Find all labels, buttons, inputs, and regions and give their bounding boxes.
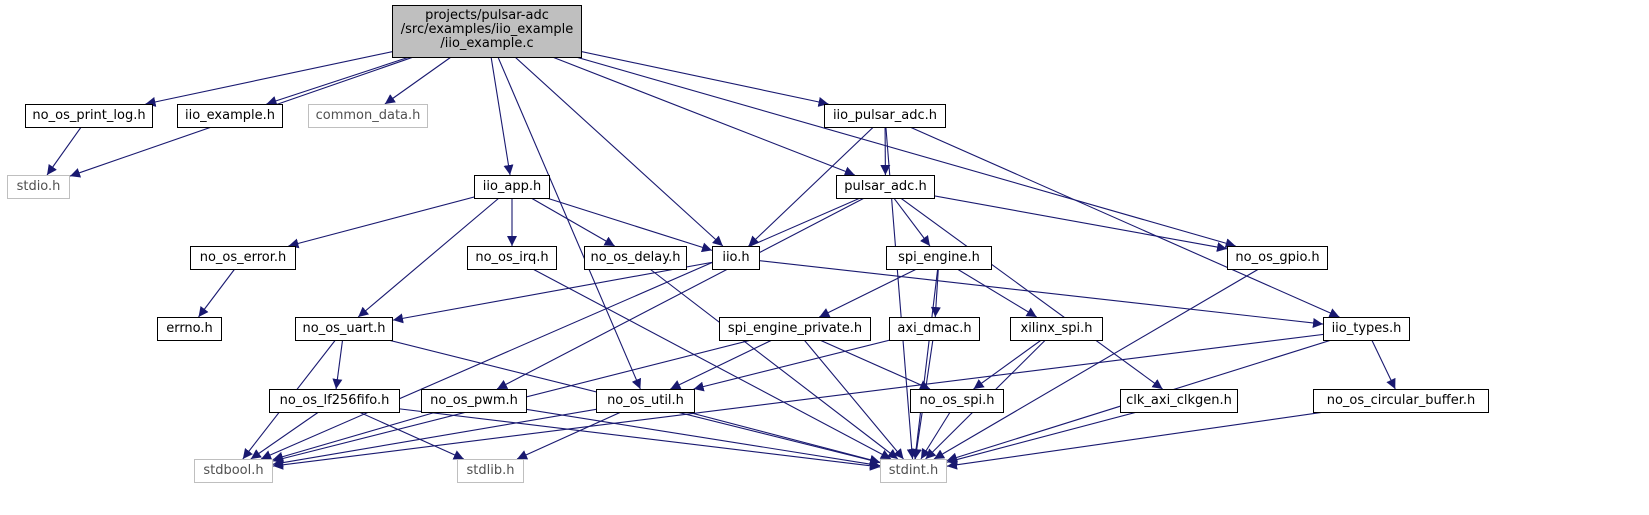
- node-spi-engine-private[interactable]: spi_engine_private.h: [719, 317, 871, 341]
- node-no-os-circular-buffer[interactable]: no_os_circular_buffer.h: [1313, 389, 1489, 413]
- node-iio-app[interactable]: iio_app.h: [474, 175, 550, 199]
- root-file-node[interactable]: projects/pulsar-adc /src/examples/iio_ex…: [392, 5, 582, 58]
- root-file-line-1: projects/pulsar-adc: [425, 8, 549, 23]
- node-iio-pulsar-adc[interactable]: iio_pulsar_adc.h: [824, 104, 946, 128]
- edge-no-os-delay-to-stdint: [635, 257, 899, 460]
- node-errno[interactable]: errno.h: [157, 317, 222, 341]
- node-no-os-error[interactable]: no_os_error.h: [190, 246, 296, 270]
- node-stdint[interactable]: stdint.h: [880, 459, 947, 483]
- node-no-os-irq[interactable]: no_os_irq.h: [467, 246, 557, 270]
- node-no-os-print-log[interactable]: no_os_print_log.h: [25, 104, 153, 128]
- node-no-os-spi[interactable]: no_os_spi.h: [910, 389, 1004, 413]
- node-clk-axi-clkgen[interactable]: clk_axi_clkgen.h: [1120, 389, 1238, 413]
- edge-iio-pulsar-adc-to-stdint: [884, 115, 917, 460]
- node-iio-types[interactable]: iio_types.h: [1323, 317, 1410, 341]
- node-spi-engine[interactable]: spi_engine.h: [886, 246, 992, 270]
- node-no-os-delay[interactable]: no_os_delay.h: [584, 246, 687, 270]
- node-stdbool[interactable]: stdbool.h: [194, 459, 273, 483]
- edge-iio-pulsar-adc-to-iio-types: [884, 115, 1340, 318]
- node-no-os-gpio[interactable]: no_os_gpio.h: [1227, 246, 1328, 270]
- edge-no-os-pwm-to-stdint: [473, 400, 881, 470]
- edge-iio-pulsar-adc-to-iio: [748, 115, 886, 247]
- edge-no-os-irq-to-stdint: [511, 257, 892, 460]
- edge-iio-app-to-no-os-uart: [357, 186, 513, 318]
- edge-pulsar-adc-to-stdbool: [260, 186, 886, 460]
- node-common-data[interactable]: common_data.h: [308, 104, 428, 128]
- edge-spi-engine-to-stdint: [911, 257, 940, 460]
- edge-iio-to-iio-types: [735, 257, 1324, 328]
- edge-root-to-no-os-util: [486, 31, 642, 390]
- edge-no-os-gpio-to-stdint: [933, 257, 1278, 460]
- node-no-os-util[interactable]: no_os_util.h: [596, 389, 695, 413]
- node-iio-example-h[interactable]: iio_example.h: [177, 104, 283, 128]
- node-no-os-pwm[interactable]: no_os_pwm.h: [421, 389, 527, 413]
- node-stdio[interactable]: stdio.h: [7, 175, 70, 199]
- node-no-os-uart[interactable]: no_os_uart.h: [295, 317, 393, 341]
- node-pulsar-adc[interactable]: pulsar_adc.h: [836, 175, 935, 199]
- edge-no-os-util-to-stdbool: [272, 400, 646, 468]
- edge-pulsar-adc-to-clk-axi-clkgen: [885, 186, 1163, 390]
- edge-root-to-iio: [486, 31, 724, 247]
- edge-pulsar-adc-to-no-os-pwm: [496, 186, 886, 390]
- node-axi-dmac[interactable]: axi_dmac.h: [889, 317, 980, 341]
- edge-pulsar-adc-to-no-os-gpio: [885, 186, 1228, 252]
- node-no-os-lf256fifo[interactable]: no_os_lf256fifo.h: [269, 389, 400, 413]
- root-file-line-2: /src/examples/iio_example: [400, 22, 574, 37]
- root-file-line-3: /iio_example.c: [440, 36, 534, 51]
- node-stdlib[interactable]: stdlib.h: [457, 459, 524, 483]
- node-iio[interactable]: iio.h: [712, 246, 760, 270]
- edge-spi-engine-private-to-stdbool: [272, 328, 796, 464]
- edge-iio-types-to-stdbool: [272, 328, 1367, 470]
- node-xilinx-spi[interactable]: xilinx_spi.h: [1010, 317, 1103, 341]
